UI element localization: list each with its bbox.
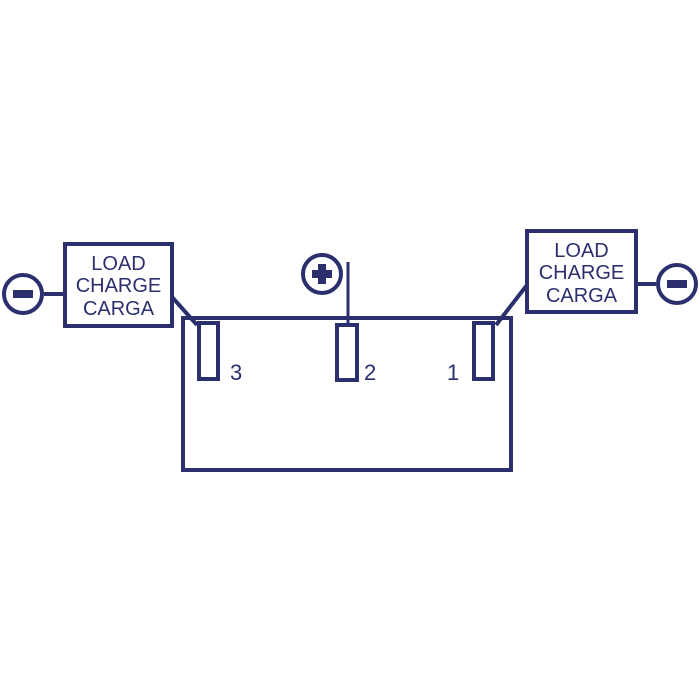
load-box-left-line-2: CHARGE [76, 275, 162, 297]
terminal-1-label: 1 [447, 360, 459, 385]
load-box-right-line-3: CARGA [546, 285, 618, 307]
plus-circle-icon [301, 253, 343, 295]
load-box-left-line-1: LOAD [91, 253, 145, 275]
load-box-right-line-1: LOAD [554, 240, 608, 262]
load-box-left [63, 242, 174, 328]
load-box-right-line-2: CHARGE [539, 262, 625, 284]
load-box-left-line-3: CARGA [83, 298, 155, 320]
minus-circle-icon [656, 263, 698, 305]
wire-left-load-to-terminal-3 [170, 295, 199, 327]
terminal-2-label: 2 [364, 360, 376, 385]
minus-circle-icon [2, 273, 44, 315]
load-box-right [525, 229, 638, 314]
terminal-3 [197, 321, 220, 381]
wire-right-load-to-terminal-1 [494, 283, 529, 327]
terminal-2 [335, 323, 359, 382]
terminal-3-label: 3 [230, 360, 242, 385]
terminal-1 [472, 321, 495, 381]
